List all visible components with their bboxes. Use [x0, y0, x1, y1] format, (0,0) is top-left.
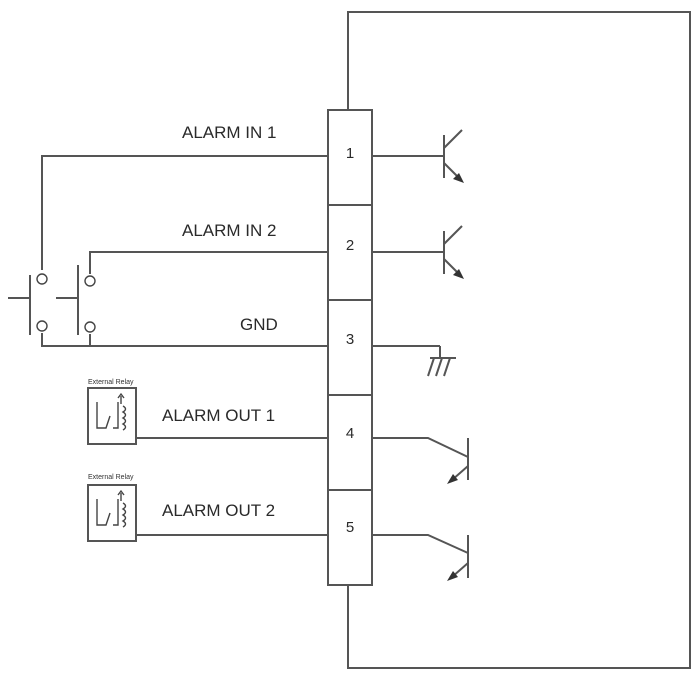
external-relay-icon [87, 387, 137, 445]
terminal-block [327, 109, 373, 586]
input-transistor-icon [372, 225, 464, 279]
pin-number-3: 3 [346, 331, 354, 348]
wire-alarm-in-2 [89, 251, 328, 274]
pin-number-5: 5 [346, 519, 354, 536]
wire-gnd [41, 333, 328, 347]
label-alarm-in-1: ALARM IN 1 [182, 123, 276, 142]
ground-icon [372, 345, 456, 377]
pin-number-1: 1 [346, 145, 354, 162]
label-gnd: GND [240, 315, 278, 334]
external-relay-icon [87, 484, 137, 542]
device-enclosure [347, 11, 691, 669]
external-relay-label: External Relay [88, 474, 134, 481]
push-button-switch-icon [8, 273, 48, 335]
pin-number-2: 2 [346, 237, 354, 254]
wire-alarm-in-1 [41, 155, 328, 270]
output-transistor-icon [372, 534, 469, 581]
input-transistor-icon [372, 129, 464, 183]
label-alarm-out-2: ALARM OUT 2 [162, 501, 275, 520]
pin-number-4: 4 [346, 425, 354, 442]
output-transistor-icon [372, 437, 469, 484]
label-alarm-out-1: ALARM OUT 1 [162, 406, 275, 425]
push-button-switch-icon [56, 265, 96, 335]
label-alarm-in-2: ALARM IN 2 [182, 221, 276, 240]
external-relay-label: External Relay [88, 379, 134, 386]
